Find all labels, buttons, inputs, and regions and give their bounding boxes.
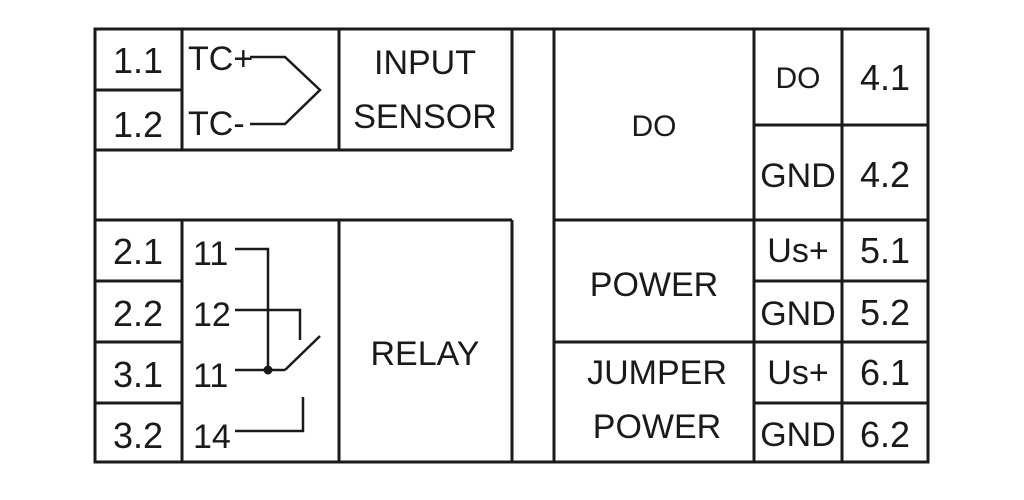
relay-contact-symbol bbox=[235, 247, 321, 433]
terminal-4-1: 4.1 bbox=[860, 57, 910, 98]
terminal-6-1: 6.1 bbox=[860, 352, 910, 393]
terminal-5-2: 5.2 bbox=[860, 292, 910, 333]
pin-tc-minus: TC- bbox=[188, 105, 245, 143]
terminal-6-2: 6.2 bbox=[860, 414, 910, 455]
power-pin-gnd: GND bbox=[760, 295, 836, 333]
relay-section: 2.1 2.2 3.1 3.2 11 12 11 14 RELAY bbox=[95, 218, 514, 462]
input-section: 1.1 1.2 TC+ TC- INPUT SENSOR bbox=[95, 29, 514, 152]
jumper-pin-gnd: GND bbox=[760, 416, 836, 454]
input-block-line2: SENSOR bbox=[353, 98, 497, 136]
jumper-pin-us-plus: Us+ bbox=[767, 354, 828, 392]
input-block-line1: INPUT bbox=[374, 44, 476, 82]
do-pin-do: DO bbox=[776, 62, 821, 95]
relay-junction-dot bbox=[263, 365, 273, 375]
power-block-label: POWER bbox=[590, 266, 718, 304]
relay-pin-11-b: 11 bbox=[193, 357, 228, 395]
relay-block-label: RELAY bbox=[371, 335, 480, 373]
relay-pin-14: 14 bbox=[193, 418, 231, 456]
terminal-5-1: 5.1 bbox=[860, 230, 910, 271]
terminal-4-2: 4.2 bbox=[860, 154, 910, 195]
thermocouple-symbol bbox=[250, 55, 322, 126]
terminal-2-2: 2.2 bbox=[113, 293, 163, 334]
terminal-1-2: 1.2 bbox=[113, 104, 163, 145]
right-section: DO DO GND 4.1 4.2 POWER Us+ GND 5.1 5.2 … bbox=[552, 29, 928, 462]
terminal-1-1: 1.1 bbox=[113, 40, 163, 81]
do-block-label: DO bbox=[632, 110, 677, 143]
jumper-block-line1: JUMPER bbox=[587, 354, 727, 392]
power-pin-us-plus: Us+ bbox=[767, 232, 828, 270]
terminal-3-2: 3.2 bbox=[113, 415, 163, 456]
relay-pin-11-a: 11 bbox=[193, 235, 228, 273]
terminal-2-1: 2.1 bbox=[113, 231, 163, 272]
jumper-block-line2: POWER bbox=[593, 408, 721, 446]
relay-pin-12: 12 bbox=[193, 296, 231, 334]
terminal-3-1: 3.1 bbox=[113, 354, 163, 395]
do-pin-gnd: GND bbox=[760, 157, 836, 195]
pin-tc-plus: TC+ bbox=[188, 40, 253, 78]
